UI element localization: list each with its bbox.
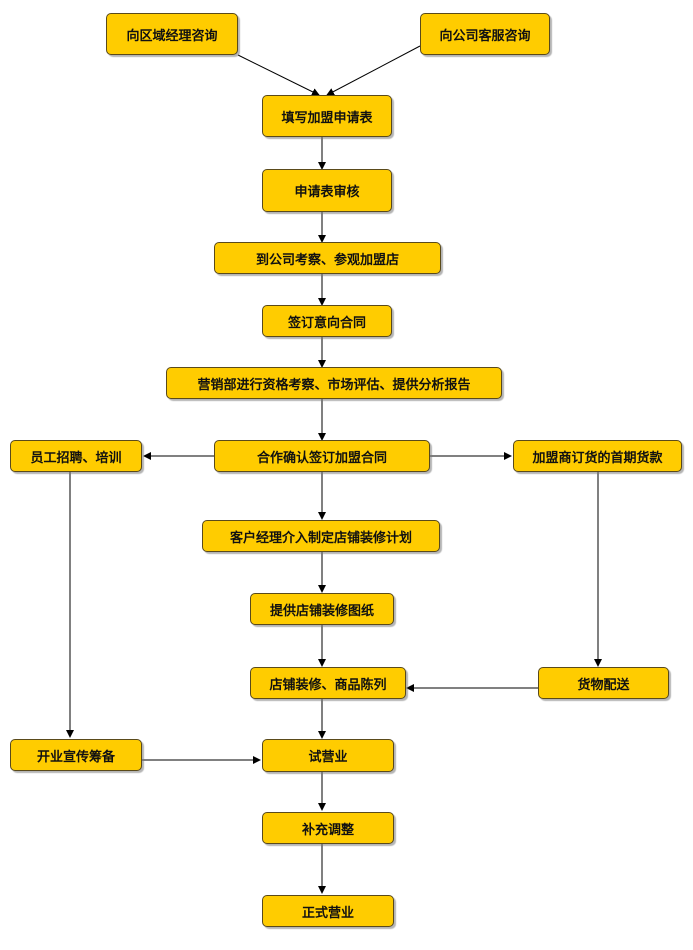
node-staff-training: 员工招聘、培训 — [10, 440, 142, 472]
node-decoration-plan: 客户经理介入制定店铺装修计划 — [202, 520, 440, 552]
node-review-form: 申请表审核 — [262, 169, 392, 212]
node-sign-intent: 签订意向合同 — [262, 305, 392, 337]
node-marketing-assess: 营销部进行资格考察、市场评估、提供分析报告 — [166, 367, 502, 399]
node-delivery: 货物配送 — [538, 667, 669, 699]
node-visit-company: 到公司考察、参观加盟店 — [214, 242, 441, 274]
node-fill-form: 填写加盟申请表 — [262, 95, 392, 137]
edge-consult-service-to-fill-form — [326, 45, 421, 96]
node-adjustment: 补充调整 — [262, 812, 394, 844]
node-consult-region: 向区域经理咨询 — [106, 13, 238, 55]
node-trial-operation: 试营业 — [262, 739, 394, 772]
edge-consult-region-to-fill-form — [237, 54, 320, 96]
node-official-operation: 正式营业 — [262, 895, 394, 927]
node-provide-drawings: 提供店铺装修图纸 — [250, 593, 394, 625]
node-opening-prep: 开业宣传筹备 — [10, 739, 142, 771]
node-decoration-display: 店铺装修、商品陈列 — [250, 667, 406, 699]
node-consult-service: 向公司客服咨询 — [420, 13, 550, 55]
node-confirm-contract: 合作确认签订加盟合同 — [214, 440, 430, 472]
node-first-payment: 加盟商订货的首期货款 — [513, 440, 682, 472]
